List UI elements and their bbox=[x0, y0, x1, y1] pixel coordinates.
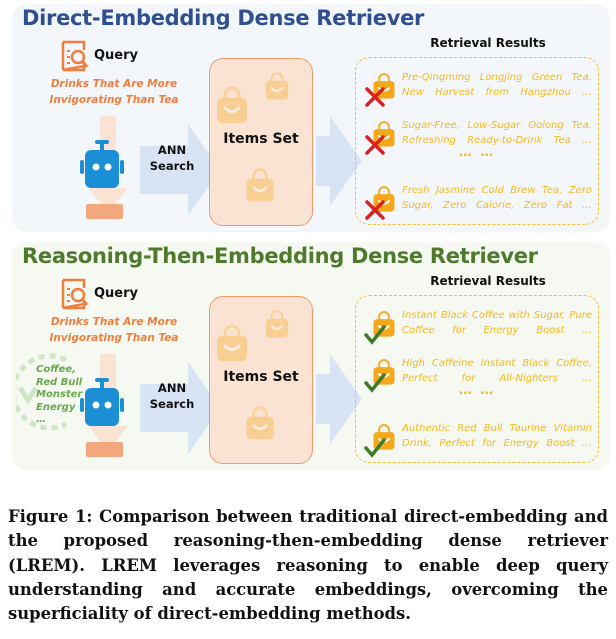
check-icon bbox=[364, 437, 386, 463]
panel-title: Direct-Embedding Dense Retriever bbox=[22, 6, 425, 30]
query-label: Query bbox=[94, 48, 139, 63]
reasoning-line: Coffee, bbox=[36, 364, 76, 375]
bag-icon bbox=[242, 167, 278, 207]
result-text: Authentic Red Bull Taurine Vitamin Drink… bbox=[402, 423, 592, 449]
result-item: High Caffeine Instant Black Coffee, Perf… bbox=[364, 356, 594, 396]
query-text: Drinks That Are More Invigorating Than T… bbox=[49, 78, 179, 106]
check-icon bbox=[364, 372, 386, 398]
reasoning-cycle-icon bbox=[16, 353, 68, 431]
reasoning-line: … bbox=[36, 414, 46, 425]
query-label: Query bbox=[94, 286, 139, 301]
result-item: Fresh Jasmine Cold Brew Tea, Zero Sugar,… bbox=[364, 183, 594, 223]
embedding-vector bbox=[86, 442, 123, 457]
result-item: Authentic Red Bull Taurine Vitamin Drink… bbox=[364, 421, 594, 461]
reasoning-line: Energy bbox=[36, 401, 76, 413]
panel-title: Reasoning-Then-Embedding Dense Retriever bbox=[22, 244, 538, 268]
query-search-icon bbox=[61, 40, 89, 72]
items-set: Items Set bbox=[209, 58, 313, 226]
bag-icon bbox=[242, 405, 278, 445]
bag-icon bbox=[262, 71, 292, 105]
result-text: High Caffeine Instant Black Coffee, Perf… bbox=[402, 358, 592, 384]
reasoning-line: Monster bbox=[36, 389, 83, 400]
check-icon bbox=[364, 324, 386, 350]
ellipsis: … … bbox=[458, 145, 496, 160]
cross-icon bbox=[364, 199, 386, 225]
reasoning-line: Red Bull bbox=[36, 376, 83, 388]
robot-icon bbox=[80, 378, 124, 426]
items-set-label: Items Set bbox=[223, 369, 299, 385]
result-item: Instant Black Coffee with Sugar, Pure Co… bbox=[364, 308, 594, 348]
result-text: Fresh Jasmine Cold Brew Tea, Zero Sugar,… bbox=[402, 185, 592, 211]
result-item: Pre-Qingming Longjing Green Tea, New Har… bbox=[364, 70, 594, 110]
ann-search-arrow bbox=[140, 124, 220, 216]
bag-icon bbox=[212, 85, 252, 129]
figure-caption: Figure 1: Comparison between traditional… bbox=[8, 507, 608, 624]
result-text: Pre-Qingming Longjing Green Tea, New Har… bbox=[402, 72, 592, 98]
robot-icon bbox=[80, 140, 124, 188]
result-text: Instant Black Coffee with Sugar, Pure Co… bbox=[402, 310, 592, 336]
cross-icon bbox=[364, 86, 386, 112]
ann-search-arrow bbox=[140, 362, 220, 454]
result-arrow bbox=[316, 116, 362, 206]
result-arrow bbox=[316, 354, 362, 444]
ellipsis: … … bbox=[458, 383, 496, 398]
result-item: Sugar-Free, Low-Sugar Oolong Tea, Refres… bbox=[364, 118, 594, 158]
reasoning-then-embedding-panel: Reasoning-Then-Embedding Dense Retriever… bbox=[12, 242, 610, 470]
items-set: Items Set bbox=[209, 296, 313, 464]
bag-icon bbox=[212, 323, 252, 367]
embedding-vector bbox=[86, 204, 123, 219]
direct-embedding-panel: Direct-Embedding Dense Retriever Query D… bbox=[12, 4, 610, 232]
retrieval-results: Instant Black Coffee with Sugar, Pure Co… bbox=[355, 295, 599, 463]
retrieval-results-label: Retrieval Results bbox=[430, 36, 546, 50]
cross-icon bbox=[364, 134, 386, 160]
ann-search-label: ANN Search bbox=[149, 381, 195, 411]
result-text: Sugar-Free, Low-Sugar Oolong Tea, Refres… bbox=[402, 120, 592, 146]
query-search-icon bbox=[61, 278, 89, 310]
bag-icon bbox=[262, 309, 292, 343]
items-set-label: Items Set bbox=[223, 131, 299, 147]
query-text: Drinks That Are More Invigorating Than T… bbox=[49, 316, 179, 344]
ann-search-label: ANN Search bbox=[149, 143, 195, 173]
retrieval-results-label: Retrieval Results bbox=[430, 274, 546, 288]
retrieval-results: Pre-Qingming Longjing Green Tea, New Har… bbox=[355, 57, 599, 225]
